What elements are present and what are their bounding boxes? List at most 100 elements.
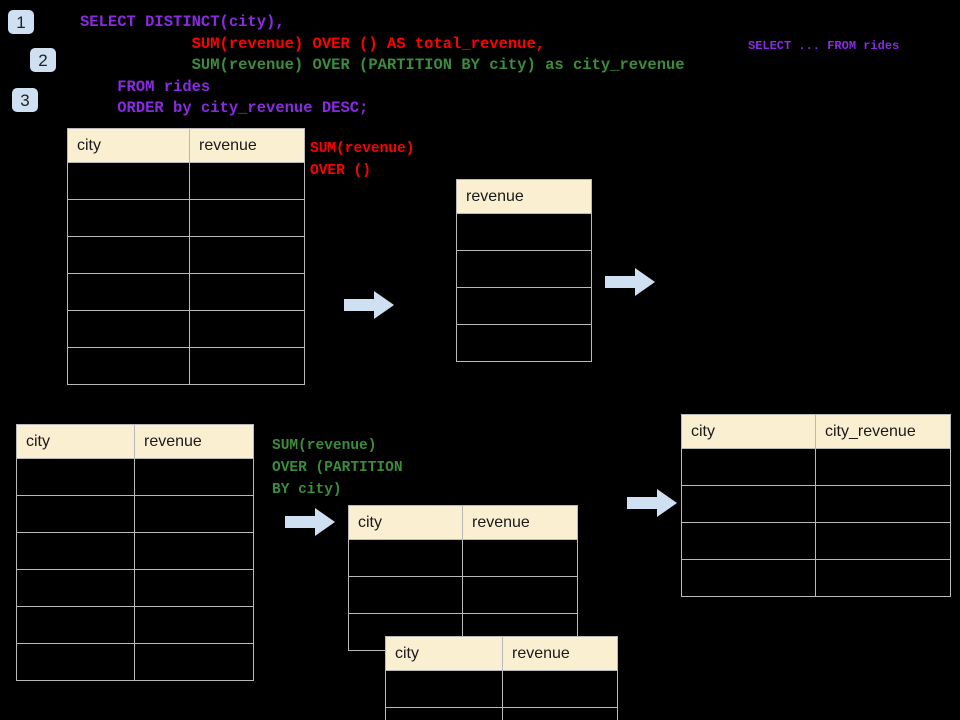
table-row	[67, 347, 305, 385]
table-row	[456, 324, 592, 362]
column-header-city: city	[67, 128, 190, 163]
table-cell-empty	[189, 347, 305, 385]
table-cell-empty	[502, 670, 618, 708]
table-cell-empty	[348, 576, 463, 614]
sql-line-3: SUM(revenue) OVER (PARTITION BY city) as…	[80, 56, 685, 74]
table-cell-empty	[189, 236, 305, 274]
table-row	[67, 236, 305, 274]
column-header-city: city	[348, 505, 463, 540]
table-cell-empty	[189, 162, 305, 200]
table-cell-empty	[815, 448, 951, 486]
table-cell-empty	[16, 643, 135, 681]
table-row	[16, 532, 254, 570]
table-cell-empty	[134, 569, 254, 607]
arrow-partition-to-result	[627, 489, 677, 517]
table-row	[16, 643, 254, 681]
table-cell-empty	[385, 670, 503, 708]
table-cell-empty	[456, 324, 592, 362]
table-cell-empty	[815, 559, 951, 597]
column-header-revenue: revenue	[134, 424, 254, 459]
column-header-revenue: revenue	[502, 636, 618, 671]
table-cell-empty	[681, 485, 816, 523]
table-cell-empty	[16, 532, 135, 570]
table-cell-empty	[134, 532, 254, 570]
table-cell-empty	[16, 495, 135, 533]
table-cell-empty	[681, 448, 816, 486]
table-row	[67, 310, 305, 348]
arrow-total-revenue-to-result	[605, 268, 655, 296]
table-cell-empty	[348, 539, 463, 577]
step-badge-1: 1	[8, 10, 34, 34]
table-cell-empty	[16, 458, 135, 496]
table-row	[681, 522, 951, 560]
table-row	[67, 162, 305, 200]
table-cell-empty	[134, 643, 254, 681]
table-cell-empty	[67, 310, 190, 348]
table-cell-empty	[134, 495, 254, 533]
sql-line-1: SELECT DISTINCT(city),	[80, 13, 285, 31]
table-row	[456, 287, 592, 325]
table-cell-empty	[462, 576, 578, 614]
table-row	[681, 448, 951, 486]
table-cell-empty	[815, 485, 951, 523]
table-cell-empty	[502, 707, 618, 720]
table-cell-empty	[189, 199, 305, 237]
table-cell-empty	[67, 347, 190, 385]
table-row	[348, 576, 578, 614]
table-cell-empty	[67, 162, 190, 200]
table-cell-empty	[815, 522, 951, 560]
table-row	[67, 199, 305, 237]
table-cell-empty	[385, 707, 503, 720]
table-row	[348, 539, 578, 577]
table-cell-empty	[456, 213, 592, 251]
table-cell-empty	[189, 273, 305, 311]
table-cell-empty	[134, 606, 254, 644]
step-badge-2: 2	[30, 48, 56, 72]
column-header-revenue: revenue	[189, 128, 305, 163]
table-cell-empty	[67, 199, 190, 237]
table-header-row: revenue	[456, 179, 592, 214]
table-row	[16, 606, 254, 644]
arrow-source-to-partition	[285, 508, 335, 536]
sql-line-4: FROM rides	[80, 77, 211, 96]
select-from-rides-note: SELECT ... FROM rides	[748, 39, 900, 53]
table-row	[385, 707, 618, 720]
table-cell-empty	[134, 458, 254, 496]
sql-query-block: SELECT DISTINCT(city), SUM(revenue) OVER…	[80, 12, 685, 120]
table-row	[456, 250, 592, 288]
column-header-city: city	[681, 414, 816, 449]
table-cell-empty	[456, 250, 592, 288]
column-header-revenue: revenue	[456, 179, 592, 214]
table-row	[456, 213, 592, 251]
table-row	[16, 495, 254, 533]
total-revenue-table: revenue	[456, 179, 592, 362]
table-cell-empty	[681, 522, 816, 560]
table-cell-empty	[67, 273, 190, 311]
column-header-city: city	[385, 636, 503, 671]
column-header-city: city	[16, 424, 135, 459]
table-row	[681, 559, 951, 597]
table-row	[16, 569, 254, 607]
sql-line-5: ORDER by city_revenue DESC;	[80, 99, 369, 117]
table-cell-empty	[16, 569, 135, 607]
arrow-source-to-total-revenue	[344, 291, 394, 319]
table-row	[67, 273, 305, 311]
sum-over-empty: SUM(revenue) OVER ()	[310, 141, 415, 179]
sql-line-2: SUM(revenue) OVER () AS total_revenue,	[80, 34, 546, 53]
table-row	[681, 485, 951, 523]
table-cell-empty	[67, 236, 190, 274]
step-badge-3: 3	[12, 88, 38, 112]
table-cell-empty	[462, 539, 578, 577]
sum-over-partition: SUM(revenue) OVER (PARTITION BY city)	[272, 438, 403, 498]
